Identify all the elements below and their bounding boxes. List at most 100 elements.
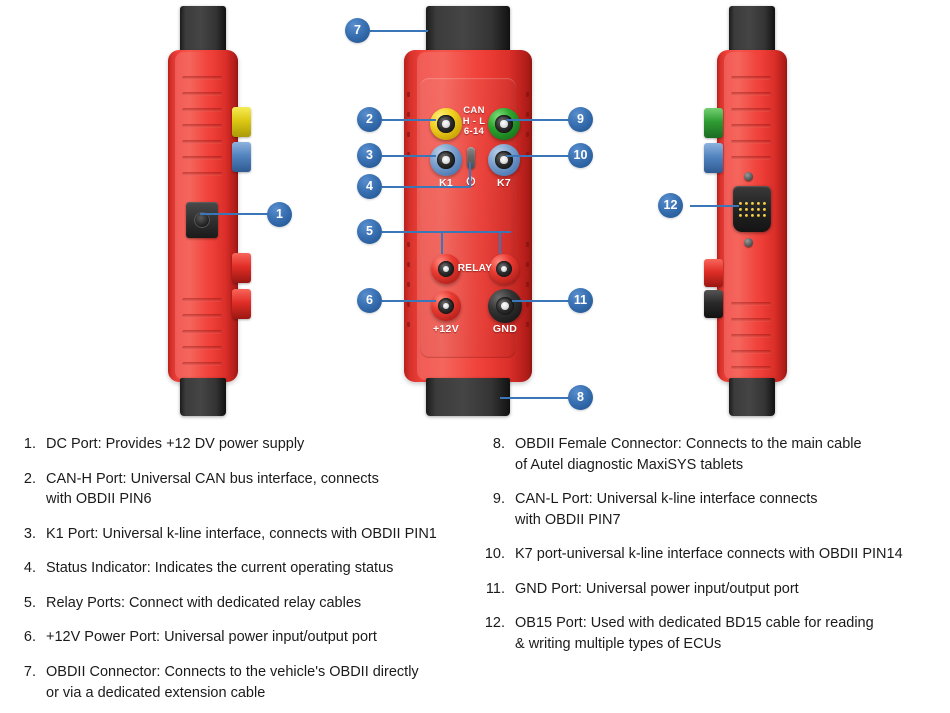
k1-port[interactable] xyxy=(430,144,462,176)
leader-line-9 xyxy=(506,119,570,121)
list-item: 9. CAN-L Port: Universal k-line interfac… xyxy=(483,489,945,530)
leader-line-4-horizontal xyxy=(382,186,471,188)
list-item-text: OB15 Port: Used with dedicated BD15 cabl… xyxy=(515,615,874,653)
callout-badge-8[interactable]: 8 xyxy=(568,385,593,410)
can-l-port[interactable] xyxy=(488,108,520,140)
list-item-number: 1. xyxy=(23,436,36,452)
list-item: 11. GND Port: Universal power input/outp… xyxy=(483,579,945,600)
k1-port-contact xyxy=(437,151,455,169)
ob15-port-screw-bottom xyxy=(744,238,753,247)
list-item: 12. OB15 Port: Used with dedicated BD15 … xyxy=(483,613,945,654)
relay-port-nub xyxy=(232,253,251,283)
obdii-connector[interactable] xyxy=(426,6,510,54)
grip-rib xyxy=(182,346,222,350)
callout-badge-4[interactable]: 4 xyxy=(357,174,382,199)
callout-badge-6[interactable]: 6 xyxy=(357,288,382,313)
ob15-pin xyxy=(762,213,766,217)
callout-badge-9[interactable]: 9 xyxy=(568,107,593,132)
ob15-pin-row xyxy=(738,207,766,211)
relay-port-right[interactable] xyxy=(489,254,519,284)
device-body-front xyxy=(404,50,532,382)
leader-line-1 xyxy=(200,213,269,215)
legend-column-left: 1. DC Port: Provides +12 DV power supply… xyxy=(14,434,482,713)
grip-rib xyxy=(731,350,771,354)
list-item-number: 8. xyxy=(492,436,505,452)
gnd-label: GND xyxy=(492,323,518,335)
can-h-port[interactable] xyxy=(430,108,462,140)
leader-line-5-branch-right xyxy=(499,231,501,254)
leader-line-10 xyxy=(506,155,570,157)
list-item-number: 7. xyxy=(23,664,36,681)
k1-label: K1 xyxy=(438,177,454,189)
legend-column-right: 8. OBDII Female Connector: Connects to t… xyxy=(483,434,945,669)
leader-line-6 xyxy=(382,300,436,302)
list-item-number: 11. xyxy=(485,580,505,597)
grip-rib xyxy=(731,108,771,112)
ob15-port[interactable] xyxy=(733,186,771,232)
obdii-female-connector[interactable] xyxy=(426,378,510,416)
ob15-pin xyxy=(762,201,766,205)
list-item: 10. K7 port-universal k-line interface c… xyxy=(483,544,945,565)
ob15-pin xyxy=(756,201,760,205)
ob15-pin xyxy=(738,201,742,205)
relay-port-right-contact xyxy=(495,260,513,278)
grip-rib xyxy=(182,330,222,334)
k7-port-nub xyxy=(704,143,723,173)
callout-badge-7[interactable]: 7 xyxy=(345,18,370,43)
k7-port[interactable] xyxy=(488,144,520,176)
leader-line-3 xyxy=(382,155,436,157)
edge-notch xyxy=(407,112,410,117)
relay-port-left[interactable] xyxy=(431,254,461,284)
plus-12v-port-contact xyxy=(437,297,455,315)
edge-notch xyxy=(407,92,410,97)
dc-port-center-pin xyxy=(200,218,204,222)
edge-notch xyxy=(407,262,410,267)
callout-badge-3[interactable]: 3 xyxy=(357,143,382,168)
callout-badge-1[interactable]: 1 xyxy=(267,202,292,227)
gnd-port-nub xyxy=(704,290,723,318)
edge-notch xyxy=(526,92,529,97)
callout-badge-2[interactable]: 2 xyxy=(357,107,382,132)
k7-port-contact xyxy=(495,151,513,169)
list-item-text: CAN-L Port: Universal k-line interface c… xyxy=(515,491,818,528)
ob15-pin-row xyxy=(738,213,766,217)
dc-port[interactable] xyxy=(186,202,218,238)
legend: 1. DC Port: Provides +12 DV power supply… xyxy=(0,434,950,713)
list-item: 5. Relay Ports: Connect with dedicated r… xyxy=(14,593,482,614)
list-item-text: OBDII Connector: Connects to the vehicle… xyxy=(46,664,419,701)
grip-rib xyxy=(182,124,222,128)
callout-badge-12[interactable]: 12 xyxy=(658,193,683,218)
callout-badge-10[interactable]: 10 xyxy=(568,143,593,168)
ob15-pin xyxy=(738,207,742,211)
edge-notch xyxy=(526,152,529,157)
grip-rib xyxy=(182,314,222,318)
gnd-port-contact xyxy=(495,296,515,316)
gnd-port[interactable] xyxy=(488,289,522,323)
list-item-text: K1 Port: Universal k-line interface, con… xyxy=(46,525,437,542)
plus-12v-port[interactable] xyxy=(431,291,461,321)
callout-badge-11[interactable]: 11 xyxy=(568,288,593,313)
status-indicator xyxy=(467,147,475,169)
k7-label: K7 xyxy=(496,177,512,189)
leader-line-4-vertical xyxy=(469,162,471,188)
list-item: 1. DC Port: Provides +12 DV power supply xyxy=(14,434,482,455)
ob15-pin xyxy=(750,207,754,211)
plus-12v-label: +12V xyxy=(432,323,459,335)
grip-rib xyxy=(731,334,771,338)
grip-rib xyxy=(731,156,771,160)
grip-rib xyxy=(731,92,771,96)
list-item: 8. OBDII Female Connector: Connects to t… xyxy=(483,434,945,475)
right-side-view xyxy=(704,6,787,416)
grip-rib xyxy=(182,298,222,302)
grip-rib xyxy=(731,302,771,306)
grip-rib xyxy=(731,318,771,322)
list-item-number: 10. xyxy=(484,546,505,563)
grip-rib xyxy=(731,366,771,370)
list-item-number: 6. xyxy=(23,629,36,646)
obdii-female-connector-right xyxy=(729,378,775,416)
k1-port-nub xyxy=(232,142,251,172)
grip-rib xyxy=(182,140,222,144)
list-item-number: 2. xyxy=(23,470,36,487)
callout-badge-5[interactable]: 5 xyxy=(357,219,382,244)
